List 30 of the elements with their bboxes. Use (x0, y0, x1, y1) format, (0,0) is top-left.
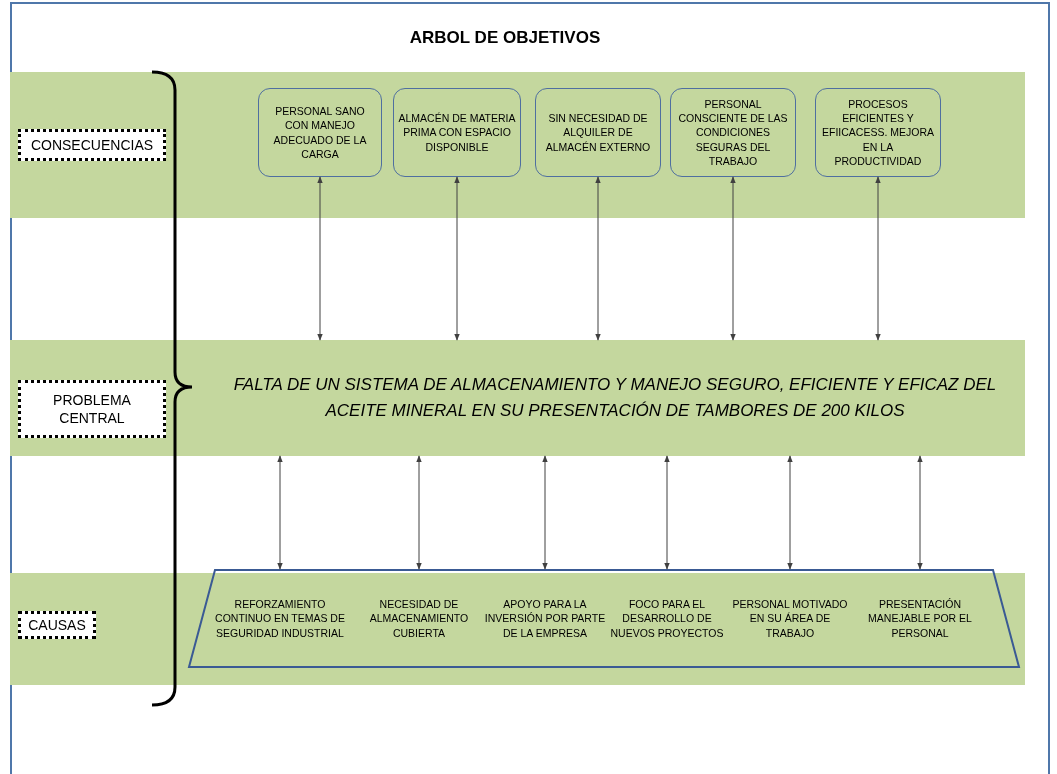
problem-statement: FALTA DE UN SISTEMA DE ALMACENAMIENTO Y MANEJO SEGURO, EFICIENTE Y EFICAZ DEL ACEITE MINERAL EN SU PRESENTACIÓN DE TAMBORES DE 200 KILOS (232, 373, 998, 422)
double-arrow (277, 455, 283, 570)
double-arrow (730, 176, 736, 341)
trapezoid-shape (188, 569, 1020, 668)
double-arrow (454, 176, 460, 341)
cause-text: PERSONAL MOTIVADO EN SU ÁREA DE TRABAJO (731, 597, 849, 640)
cause-text: APOYO PARA LA INVERSIÓN POR PARTE DE LA EMPRESA (483, 597, 607, 640)
double-arrow (875, 176, 881, 341)
double-arrow (664, 455, 670, 570)
objective-box: SIN NECESIDAD DE ALQUILER DE ALMACÉN EXTERNO (535, 88, 661, 177)
cause-text: FOCO PARA EL DESARROLLO DE NUEVOS PROYECTOS (609, 597, 725, 640)
cause-text: REFORZAMIENTO CONTINUO EN TEMAS DE SEGURIDAD INDUSTRIAL (215, 597, 345, 640)
double-arrow (416, 455, 422, 570)
double-arrow (787, 455, 793, 570)
objective-box: PERSONAL SANO CON MANEJO ADECUADO DE LA CARGA (258, 88, 382, 177)
section-label: CAUSAS (18, 611, 96, 639)
cause-text: PRESENTACIÓN MANEJABLE POR EL PERSONAL (867, 597, 973, 640)
section-label: PROBLEMA CENTRAL (18, 380, 166, 438)
double-arrow (595, 176, 601, 341)
objective-box: PROCESOS EFICIENTES Y EFIICACESS. MEJORA EN LA PRODUCTIVIDAD (815, 88, 941, 177)
cause-text: NECESIDAD DE ALMACENAMIENTO CUBIERTA (368, 597, 470, 640)
band-background (10, 72, 1025, 218)
objective-box: ALMACÉN DE MATERIA PRIMA CON ESPACIO DISPONIBLE (393, 88, 521, 177)
diagram-title: ARBOL DE OBJETIVOS (408, 28, 602, 48)
central-problem-band (10, 340, 1025, 456)
objective-box: PERSONAL CONSCIENTE DE LAS CONDICIONES SEGURAS DEL TRABAJO (670, 88, 796, 177)
double-arrow (317, 176, 323, 341)
double-arrow (542, 455, 548, 570)
section-label: CONSECUENCIAS (18, 129, 166, 161)
double-arrow (917, 455, 923, 570)
